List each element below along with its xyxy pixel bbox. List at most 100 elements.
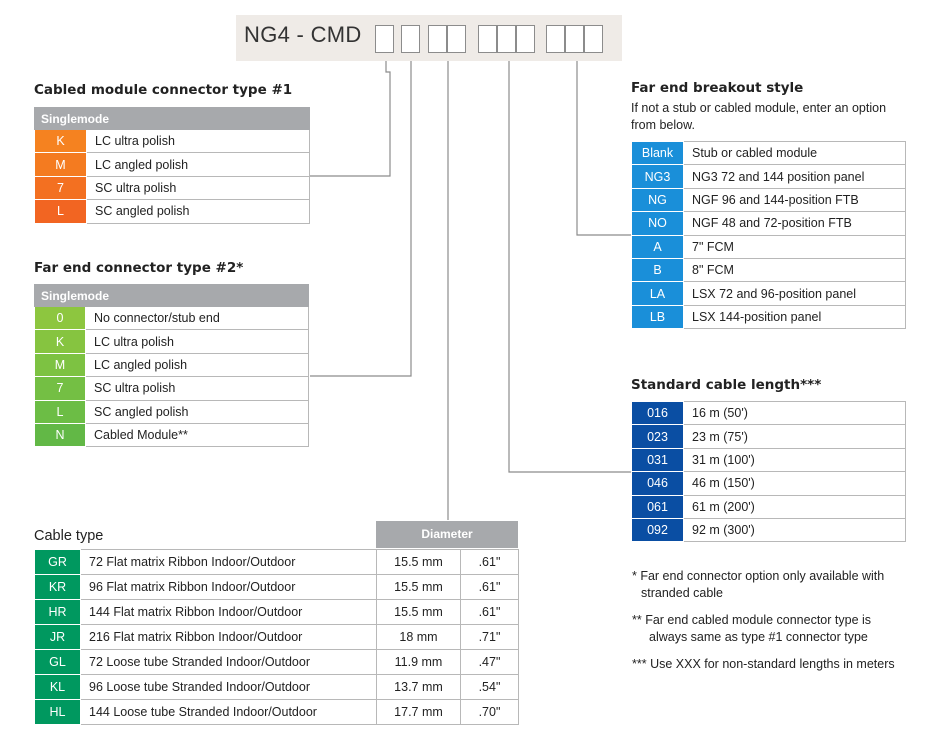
option-code: JR [34,624,81,650]
table-row[interactable]: NG3 NG3 72 and 144 position panel [631,164,906,189]
option-code: GR [34,549,81,575]
option-code: 031 [631,447,684,473]
option-desc: SC angled polish [85,399,309,424]
table-row[interactable]: 061 61 m (200') [631,494,906,519]
option-desc: SC ultra polish [85,376,309,401]
cable-type-title: Cable type [34,528,104,544]
diameter-mm: 18 mm [376,624,461,650]
part-slot-8[interactable] [546,25,565,53]
option-code: GL [34,649,81,675]
option-desc: 72 Flat matrix Ribbon Indoor/Outdoor [80,549,377,575]
option-desc: LSX 72 and 96-position panel [683,281,906,306]
option-code: LB [631,304,684,330]
table-row[interactable]: KL 96 Loose tube Stranded Indoor/Outdoor… [34,674,519,700]
table-row[interactable]: K LC ultra polish [34,329,309,354]
option-desc: LC ultra polish [85,329,309,354]
table-row[interactable]: 7 SC ultra polish [34,376,309,401]
footnote-2: ** Far end cabled module connector type … [632,612,871,646]
option-code: L [34,199,87,224]
option-desc: 31 m (100') [683,447,906,473]
part-slot-5[interactable] [478,25,497,53]
option-desc: 216 Flat matrix Ribbon Indoor/Outdoor [80,624,377,650]
table-row[interactable]: L SC angled polish [34,199,310,224]
part-slot-7[interactable] [516,25,535,53]
table-row[interactable]: 031 31 m (100') [631,447,906,473]
diameter-inch: .61" [460,599,519,625]
table-row[interactable]: JR 216 Flat matrix Ribbon Indoor/Outdoor… [34,624,519,650]
option-code: K [34,329,86,354]
option-desc: 144 Flat matrix Ribbon Indoor/Outdoor [80,599,377,625]
connector1-table: Singlemode K LC ultra polish M LC angled… [34,107,310,224]
table-row[interactable]: LA LSX 72 and 96-position panel [631,281,906,306]
line-connector1 [310,54,391,177]
option-code: 0 [34,305,86,331]
diameter-inch: .71" [460,624,519,650]
table-row[interactable]: M LC angled polish [34,352,309,378]
option-desc: NG3 72 and 144 position panel [683,164,906,189]
table-row[interactable]: 023 23 m (75') [631,424,906,449]
option-desc: LC angled polish [86,152,310,177]
part-slot-4[interactable] [447,25,466,53]
option-code: HL [34,699,81,725]
diameter-inch: .61" [460,574,519,600]
table-row[interactable]: 092 92 m (300') [631,517,906,543]
line-length [508,54,631,473]
option-desc: 72 Loose tube Stranded Indoor/Outdoor [80,649,377,675]
option-desc: 8" FCM [683,257,906,283]
table-row[interactable]: LB LSX 144-position panel [631,304,906,330]
connector2-header: Singlemode [34,284,309,307]
breakout-subtitle-line1: If not a stub or cabled module, enter an… [631,101,887,115]
table-row[interactable]: L SC angled polish [34,399,309,424]
table-row[interactable]: 0 No connector/stub end [34,305,309,331]
line-breakout [576,54,631,236]
option-desc: 61 m (200') [683,494,906,519]
table-row[interactable]: M LC angled polish [34,152,310,177]
option-desc: SC angled polish [86,199,310,224]
diameter-mm: 15.5 mm [376,574,461,600]
footnote-3: *** Use XXX for non-standard lengths in … [632,657,895,671]
table-row[interactable]: A 7" FCM [631,234,906,259]
part-slot-3[interactable] [428,25,447,53]
option-desc: NGF 48 and 72-position FTB [683,211,906,236]
option-code: 7 [34,175,87,201]
table-row[interactable]: 016 16 m (50') [631,400,906,426]
option-code: M [34,352,86,378]
table-row[interactable]: 046 46 m (150') [631,471,906,496]
breakout-subtitle: If not a stub or cabled module, enter an… [631,100,886,134]
option-code: N [34,422,86,448]
part-slot-9[interactable] [565,25,584,53]
part-slot-2[interactable] [401,25,420,53]
option-code: 046 [631,471,684,496]
table-row[interactable]: KR 96 Flat matrix Ribbon Indoor/Outdoor … [34,574,519,600]
table-row[interactable]: GL 72 Loose tube Stranded Indoor/Outdoor… [34,649,519,675]
option-desc: 7" FCM [683,234,906,259]
option-desc: Cabled Module** [85,422,309,448]
option-code: NG [631,187,684,213]
diameter-mm: 15.5 mm [376,549,461,575]
table-row[interactable]: N Cabled Module** [34,422,309,448]
option-code: 061 [631,494,684,519]
table-row[interactable]: 7 SC ultra polish [34,175,310,201]
option-desc: 144 Loose tube Stranded Indoor/Outdoor [80,699,377,725]
part-slot-1[interactable] [375,25,394,53]
table-row[interactable]: NG NGF 96 and 144-position FTB [631,187,906,213]
table-row[interactable]: K LC ultra polish [34,128,310,154]
table-row[interactable]: Blank Stub or cabled module [631,140,906,166]
connector2-title: Far end connector type #2* [34,260,244,276]
option-desc: LC angled polish [85,352,309,378]
table-row[interactable]: HR 144 Flat matrix Ribbon Indoor/Outdoor… [34,599,519,625]
option-code: Blank [631,140,684,166]
length-table: 016 16 m (50') 023 23 m (75') 031 31 m (… [631,400,906,543]
table-row[interactable]: B 8" FCM [631,257,906,283]
option-code: 023 [631,424,684,449]
option-code: K [34,128,87,154]
length-title: Standard cable length*** [631,377,822,393]
table-row[interactable]: HL 144 Loose tube Stranded Indoor/Outdoo… [34,699,519,725]
table-row[interactable]: GR 72 Flat matrix Ribbon Indoor/Outdoor … [34,549,519,575]
option-code: NG3 [631,164,684,189]
option-desc: 92 m (300') [683,517,906,543]
part-slot-6[interactable] [497,25,516,53]
part-slot-10[interactable] [584,25,603,53]
table-row[interactable]: NO NGF 48 and 72-position FTB [631,211,906,236]
